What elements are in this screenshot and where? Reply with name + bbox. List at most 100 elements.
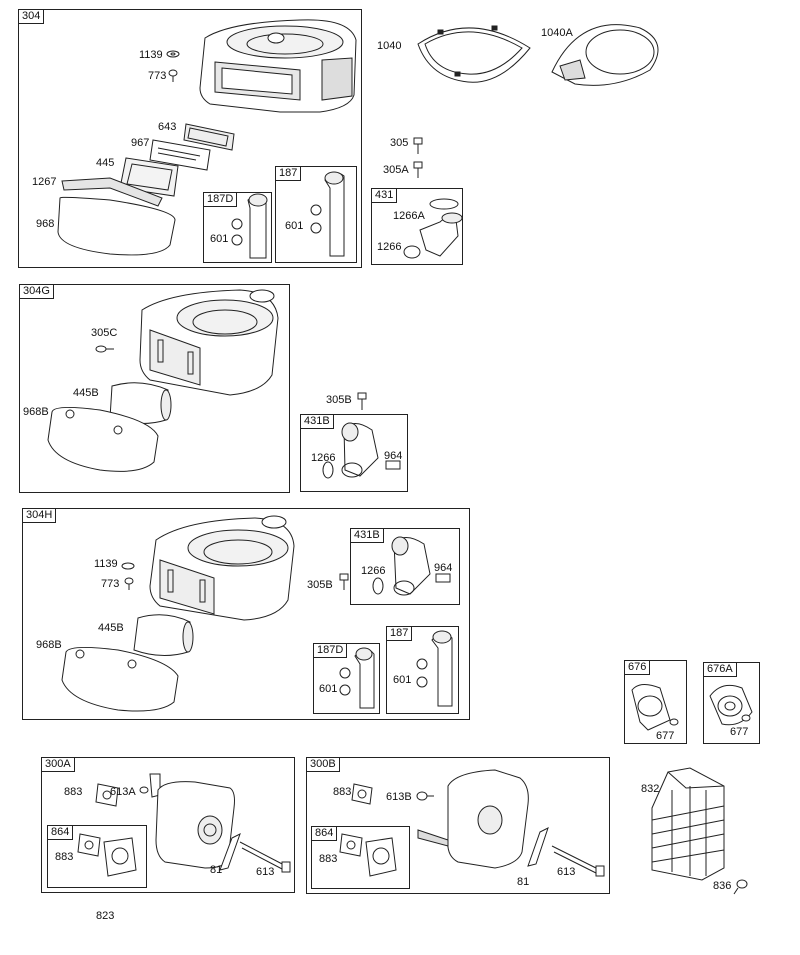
- guard-1040A-drawing: [552, 25, 658, 86]
- part-label-836: 836: [713, 880, 732, 892]
- box-864-2: 864: [311, 826, 410, 889]
- box-label-300A: 300A: [41, 757, 75, 772]
- box-label-304G: 304G: [19, 284, 54, 299]
- part-label-445B-2: 445B: [98, 622, 124, 634]
- cover-968B2-drawing: [62, 647, 178, 711]
- decal-967-drawing: [150, 140, 210, 170]
- box-304: 304: [18, 9, 362, 268]
- tube-187D-2-drawing: [355, 648, 374, 708]
- flange-864b-drawing: [366, 838, 396, 876]
- box-label-187D: 187D: [203, 192, 238, 207]
- part-label-773: 773: [148, 70, 167, 82]
- clamp-601d-drawing: [417, 659, 427, 687]
- part-label-883: 883: [64, 786, 83, 798]
- flange-864-drawing: [104, 838, 136, 876]
- screw-613B-drawing: [417, 792, 434, 800]
- box-187: 187: [275, 166, 357, 263]
- part-label-445: 445: [96, 157, 115, 169]
- part-label-773-b: 773: [101, 578, 120, 590]
- gasket-883-drawing: [96, 784, 118, 806]
- cover-968B-drawing: [48, 407, 158, 471]
- part-label-1040A: 1040A: [541, 27, 573, 39]
- guard-1040-drawing: [418, 26, 530, 82]
- part-label-968: 968: [36, 218, 55, 230]
- screw-773-drawing: [169, 70, 177, 82]
- part-label-1139-b: 1139: [94, 558, 118, 570]
- part-label-967: 967: [131, 137, 150, 149]
- elbow-431B-drawing: [323, 423, 400, 478]
- box-300B: 300B: [306, 757, 610, 894]
- tube-187-drawing: [325, 172, 344, 256]
- part-label-305B-2: 305B: [307, 579, 333, 591]
- part-label-823: 823: [96, 910, 115, 922]
- box-label-431B-2: 431B: [350, 528, 384, 543]
- gasket-883b-drawing: [78, 834, 100, 856]
- part-label-305B: 305B: [326, 394, 352, 406]
- box-label-864: 864: [47, 825, 74, 840]
- muffler-guard-832-drawing: [652, 768, 724, 880]
- bracket-643-drawing: [184, 124, 234, 150]
- part-label-643: 643: [158, 121, 177, 133]
- part-label-1267: 1267: [32, 176, 57, 188]
- screw-305C-drawing: [96, 346, 114, 352]
- part-label-832: 832: [641, 783, 660, 795]
- part-label-305C: 305C: [91, 327, 118, 339]
- part-label-305A: 305A: [383, 164, 409, 176]
- box-label-676A: 676A: [703, 662, 737, 677]
- clamp-601-drawing: [232, 219, 242, 245]
- box-label-187-2: 187: [386, 626, 413, 641]
- box-431: 431: [371, 188, 463, 265]
- part-label-1266-c: 1266: [361, 565, 386, 577]
- tube-187D-drawing: [248, 194, 267, 258]
- part-label-445B: 445B: [73, 387, 99, 399]
- part-label-613B: 613B: [386, 791, 412, 803]
- screw-305B-drawing: [358, 393, 366, 410]
- box-label-431B: 431B: [300, 414, 334, 429]
- part-label-883-c: 883: [333, 786, 352, 798]
- box-label-187: 187: [275, 166, 302, 181]
- blower-housing-304-drawing: [200, 20, 356, 112]
- part-label-305: 305: [390, 137, 409, 149]
- part-label-601-d: 601: [393, 674, 412, 686]
- cover-968-drawing: [58, 197, 175, 255]
- screw-305B2-drawing: [340, 574, 348, 590]
- box-label-676: 676: [624, 660, 651, 675]
- part-label-883-d: 883: [319, 853, 338, 865]
- part-label-613A: 613A: [110, 786, 136, 798]
- box-676A: 676A: [703, 662, 760, 744]
- box-300A: 300A: [41, 757, 295, 893]
- bolt-613-drawing: [240, 842, 290, 872]
- box-187-2: 187: [386, 626, 459, 714]
- box-label-187D-2: 187D: [313, 643, 348, 658]
- part-label-883-b: 883: [55, 851, 74, 863]
- screw-836-drawing: [734, 880, 747, 894]
- deflector-676-drawing: [632, 684, 678, 730]
- part-label-1040: 1040: [377, 40, 402, 52]
- screw-773b-drawing: [125, 578, 133, 590]
- part-label-81: 81: [210, 864, 223, 876]
- filter-445B2-drawing: [134, 615, 193, 656]
- clamp-601b-drawing: [311, 205, 321, 233]
- part-label-1266-b: 1266: [311, 452, 336, 464]
- strap-81-drawing: [220, 834, 240, 870]
- muffler-300B-drawing: [418, 770, 528, 868]
- box-187D-2: 187D: [313, 643, 380, 714]
- deflector-676A-drawing: [710, 685, 752, 724]
- cover-1267-drawing: [62, 178, 162, 206]
- part-label-601-c: 601: [319, 683, 338, 695]
- box-431B: 431B: [300, 414, 408, 492]
- washer-1139b-drawing: [122, 563, 134, 569]
- part-label-601-a: 601: [210, 233, 229, 245]
- screw-305-drawing: [414, 138, 422, 154]
- box-304H: 304H: [22, 508, 470, 720]
- part-label-613: 613: [256, 866, 275, 878]
- part-label-1266: 1266: [377, 241, 402, 253]
- bolt-613b-drawing: [552, 846, 604, 876]
- part-label-968B: 968B: [23, 406, 49, 418]
- strap-81b-drawing: [528, 828, 548, 866]
- box-304G: 304G: [19, 284, 290, 493]
- part-label-964-b: 964: [434, 562, 453, 574]
- screw-305A-drawing: [414, 162, 422, 178]
